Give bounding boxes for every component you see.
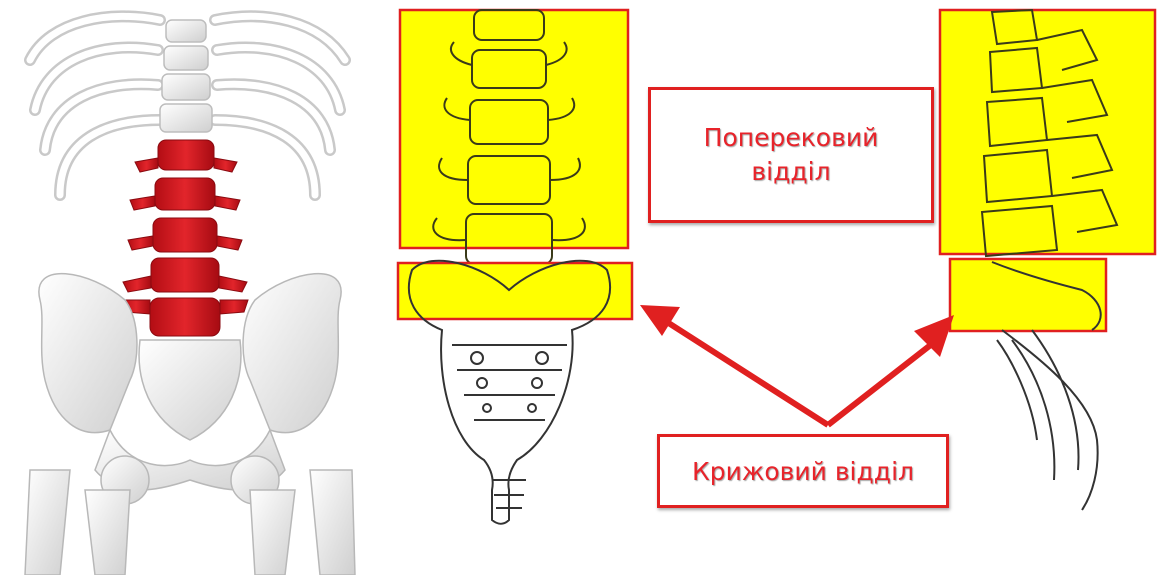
lumbar-vertebrae-highlighted [122, 140, 248, 336]
pointer-arrows [640, 305, 954, 425]
skeleton-svg [0, 0, 392, 575]
arrow-to-side-sacral-icon [828, 340, 937, 425]
skeleton-3d-illustration [0, 0, 392, 575]
sacral-label-text: Крижовий відділ [692, 457, 914, 486]
lumbar-label-line1: Поперековий [704, 121, 879, 155]
lumbar-section-label: Поперековий відділ [648, 87, 934, 223]
lumbar-label-line2: відділ [704, 155, 879, 189]
arrow-to-front-sacral-icon [667, 322, 828, 425]
spine-annotated-illustration: Поперековий відділ Крижовий відділ [392, 0, 1162, 575]
side-lumbar-highlight [940, 10, 1155, 254]
sacral-section-label: Крижовий відділ [657, 434, 949, 508]
front-lumbar-highlight [400, 10, 628, 248]
side-sacral-highlight [950, 259, 1106, 331]
front-sacral-highlight [398, 263, 632, 319]
thoracic-vertebrae [160, 20, 212, 132]
